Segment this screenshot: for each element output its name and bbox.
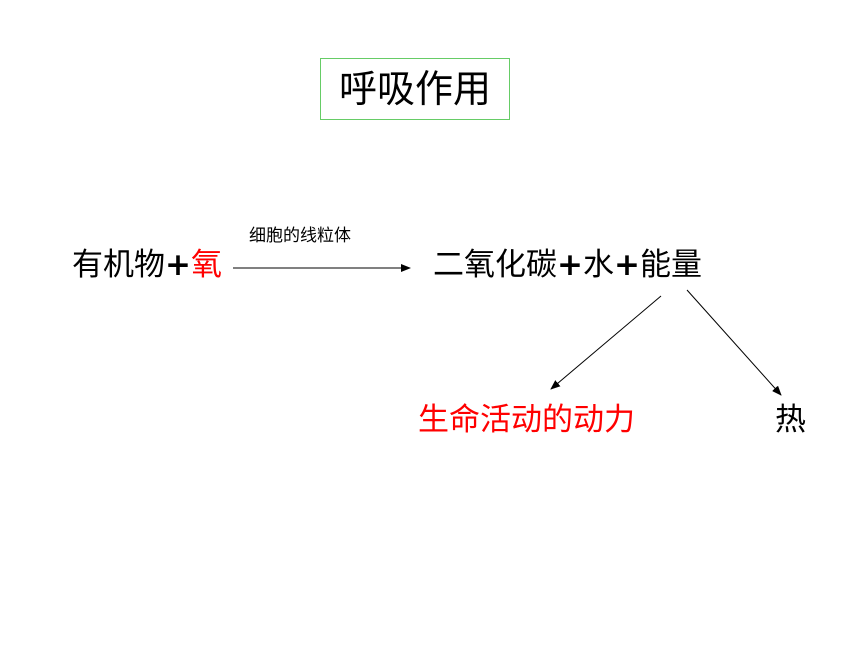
energy-use-heat: 热 <box>775 402 806 438</box>
energy-use-life-activity: 生命活动的动力 <box>418 402 635 438</box>
arrow-to-heat <box>686 289 782 396</box>
reactant-organic-matter: 有机物 <box>72 247 165 283</box>
reactant-oxygen: 氧 <box>190 247 222 283</box>
reaction-condition: 细胞的线粒体 <box>249 226 351 246</box>
product-energy: 能量 <box>639 247 702 283</box>
plus-sign: + <box>557 247 583 283</box>
product-water: 水 <box>582 247 614 283</box>
title-box: 呼吸作用 <box>320 58 510 120</box>
arrow-to-life-activity <box>550 295 662 390</box>
plus-sign: + <box>613 247 640 283</box>
product-carbon-dioxide: 二氧化碳 <box>433 247 557 283</box>
plus-sign: + <box>165 247 191 283</box>
reactants: 有机物+氧 <box>72 250 222 281</box>
products: 二氧化碳+水+能量 <box>433 250 702 281</box>
page-title: 呼吸作用 <box>338 67 491 111</box>
